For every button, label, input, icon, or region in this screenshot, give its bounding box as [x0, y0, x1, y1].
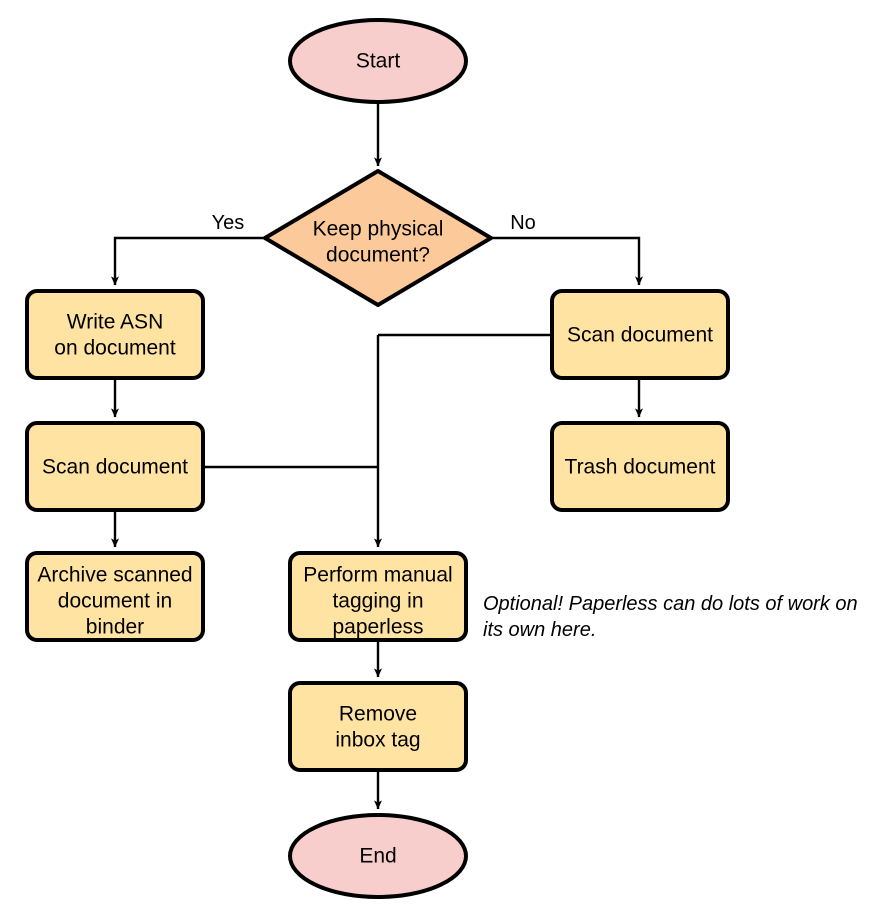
edge-label-layer: Yes No — [212, 212, 536, 234]
optional-note-line-1: Optional! Paperless can do lots of work … — [483, 593, 858, 615]
edge-layer — [111, 102, 643, 810]
edge-label-yes: Yes — [212, 212, 245, 234]
archive-binder-label-line-1: Archive scanned — [37, 564, 192, 587]
node-scan-document-right[interactable]: Scan document — [550, 289, 730, 380]
archive-binder-label-line-3: binder — [86, 616, 144, 639]
node-write-asn[interactable]: Write ASN on document — [25, 289, 205, 380]
scan-document-left-label: Scan document — [42, 456, 188, 479]
end-label: End — [359, 845, 396, 868]
write-asn-box[interactable] — [25, 289, 205, 380]
decision-diamond[interactable] — [263, 169, 493, 307]
archive-binder-box[interactable] — [25, 551, 205, 642]
write-asn-label-line-1: Write ASN — [67, 311, 163, 334]
manual-tagging-label-line-2: tagging in — [332, 590, 423, 613]
remove-inbox-tag-label-line-1: Remove — [339, 703, 417, 726]
scan-document-right-box[interactable] — [550, 289, 730, 380]
trash-document-box[interactable] — [550, 421, 730, 512]
node-archive-binder[interactable]: Archive scanned document in binder — [25, 551, 205, 642]
remove-inbox-tag-box[interactable] — [288, 681, 468, 772]
node-end[interactable]: End — [288, 813, 468, 899]
node-trash-document[interactable]: Trash document — [550, 421, 730, 512]
end-ellipse[interactable] — [288, 813, 468, 899]
node-decision-keep-physical[interactable]: Keep physical document? — [263, 169, 493, 307]
annotation-optional-note: Optional! Paperless can do lots of work … — [483, 593, 858, 641]
write-asn-label-line-2: on document — [54, 337, 176, 360]
trash-document-label: Trash document — [565, 456, 716, 479]
decision-label-line-2: document? — [326, 244, 430, 267]
manual-tagging-box[interactable] — [288, 551, 468, 642]
archive-binder-label-line-2: document in — [58, 590, 172, 613]
optional-note-line-2: its own here. — [483, 619, 596, 641]
edge-decision-to-write-asn — [111, 236, 265, 286]
scan-document-right-label: Scan document — [567, 324, 713, 347]
edge-label-no: No — [510, 212, 536, 234]
manual-tagging-label-line-1: Perform manual — [303, 564, 452, 587]
node-manual-tagging[interactable]: Perform manual tagging in paperless — [288, 551, 468, 642]
remove-inbox-tag-label-line-2: inbox tag — [335, 729, 420, 752]
edge-decision-to-scan-right — [491, 236, 643, 286]
node-scan-document-left[interactable]: Scan document — [25, 421, 205, 512]
node-start[interactable]: Start — [288, 18, 468, 104]
scan-document-left-box[interactable] — [25, 421, 205, 512]
manual-tagging-label-line-3: paperless — [332, 616, 423, 639]
start-ellipse[interactable] — [288, 18, 468, 104]
start-label: Start — [356, 50, 401, 73]
node-remove-inbox-tag[interactable]: Remove inbox tag — [288, 681, 468, 772]
decision-label-line-1: Keep physical — [313, 218, 444, 241]
